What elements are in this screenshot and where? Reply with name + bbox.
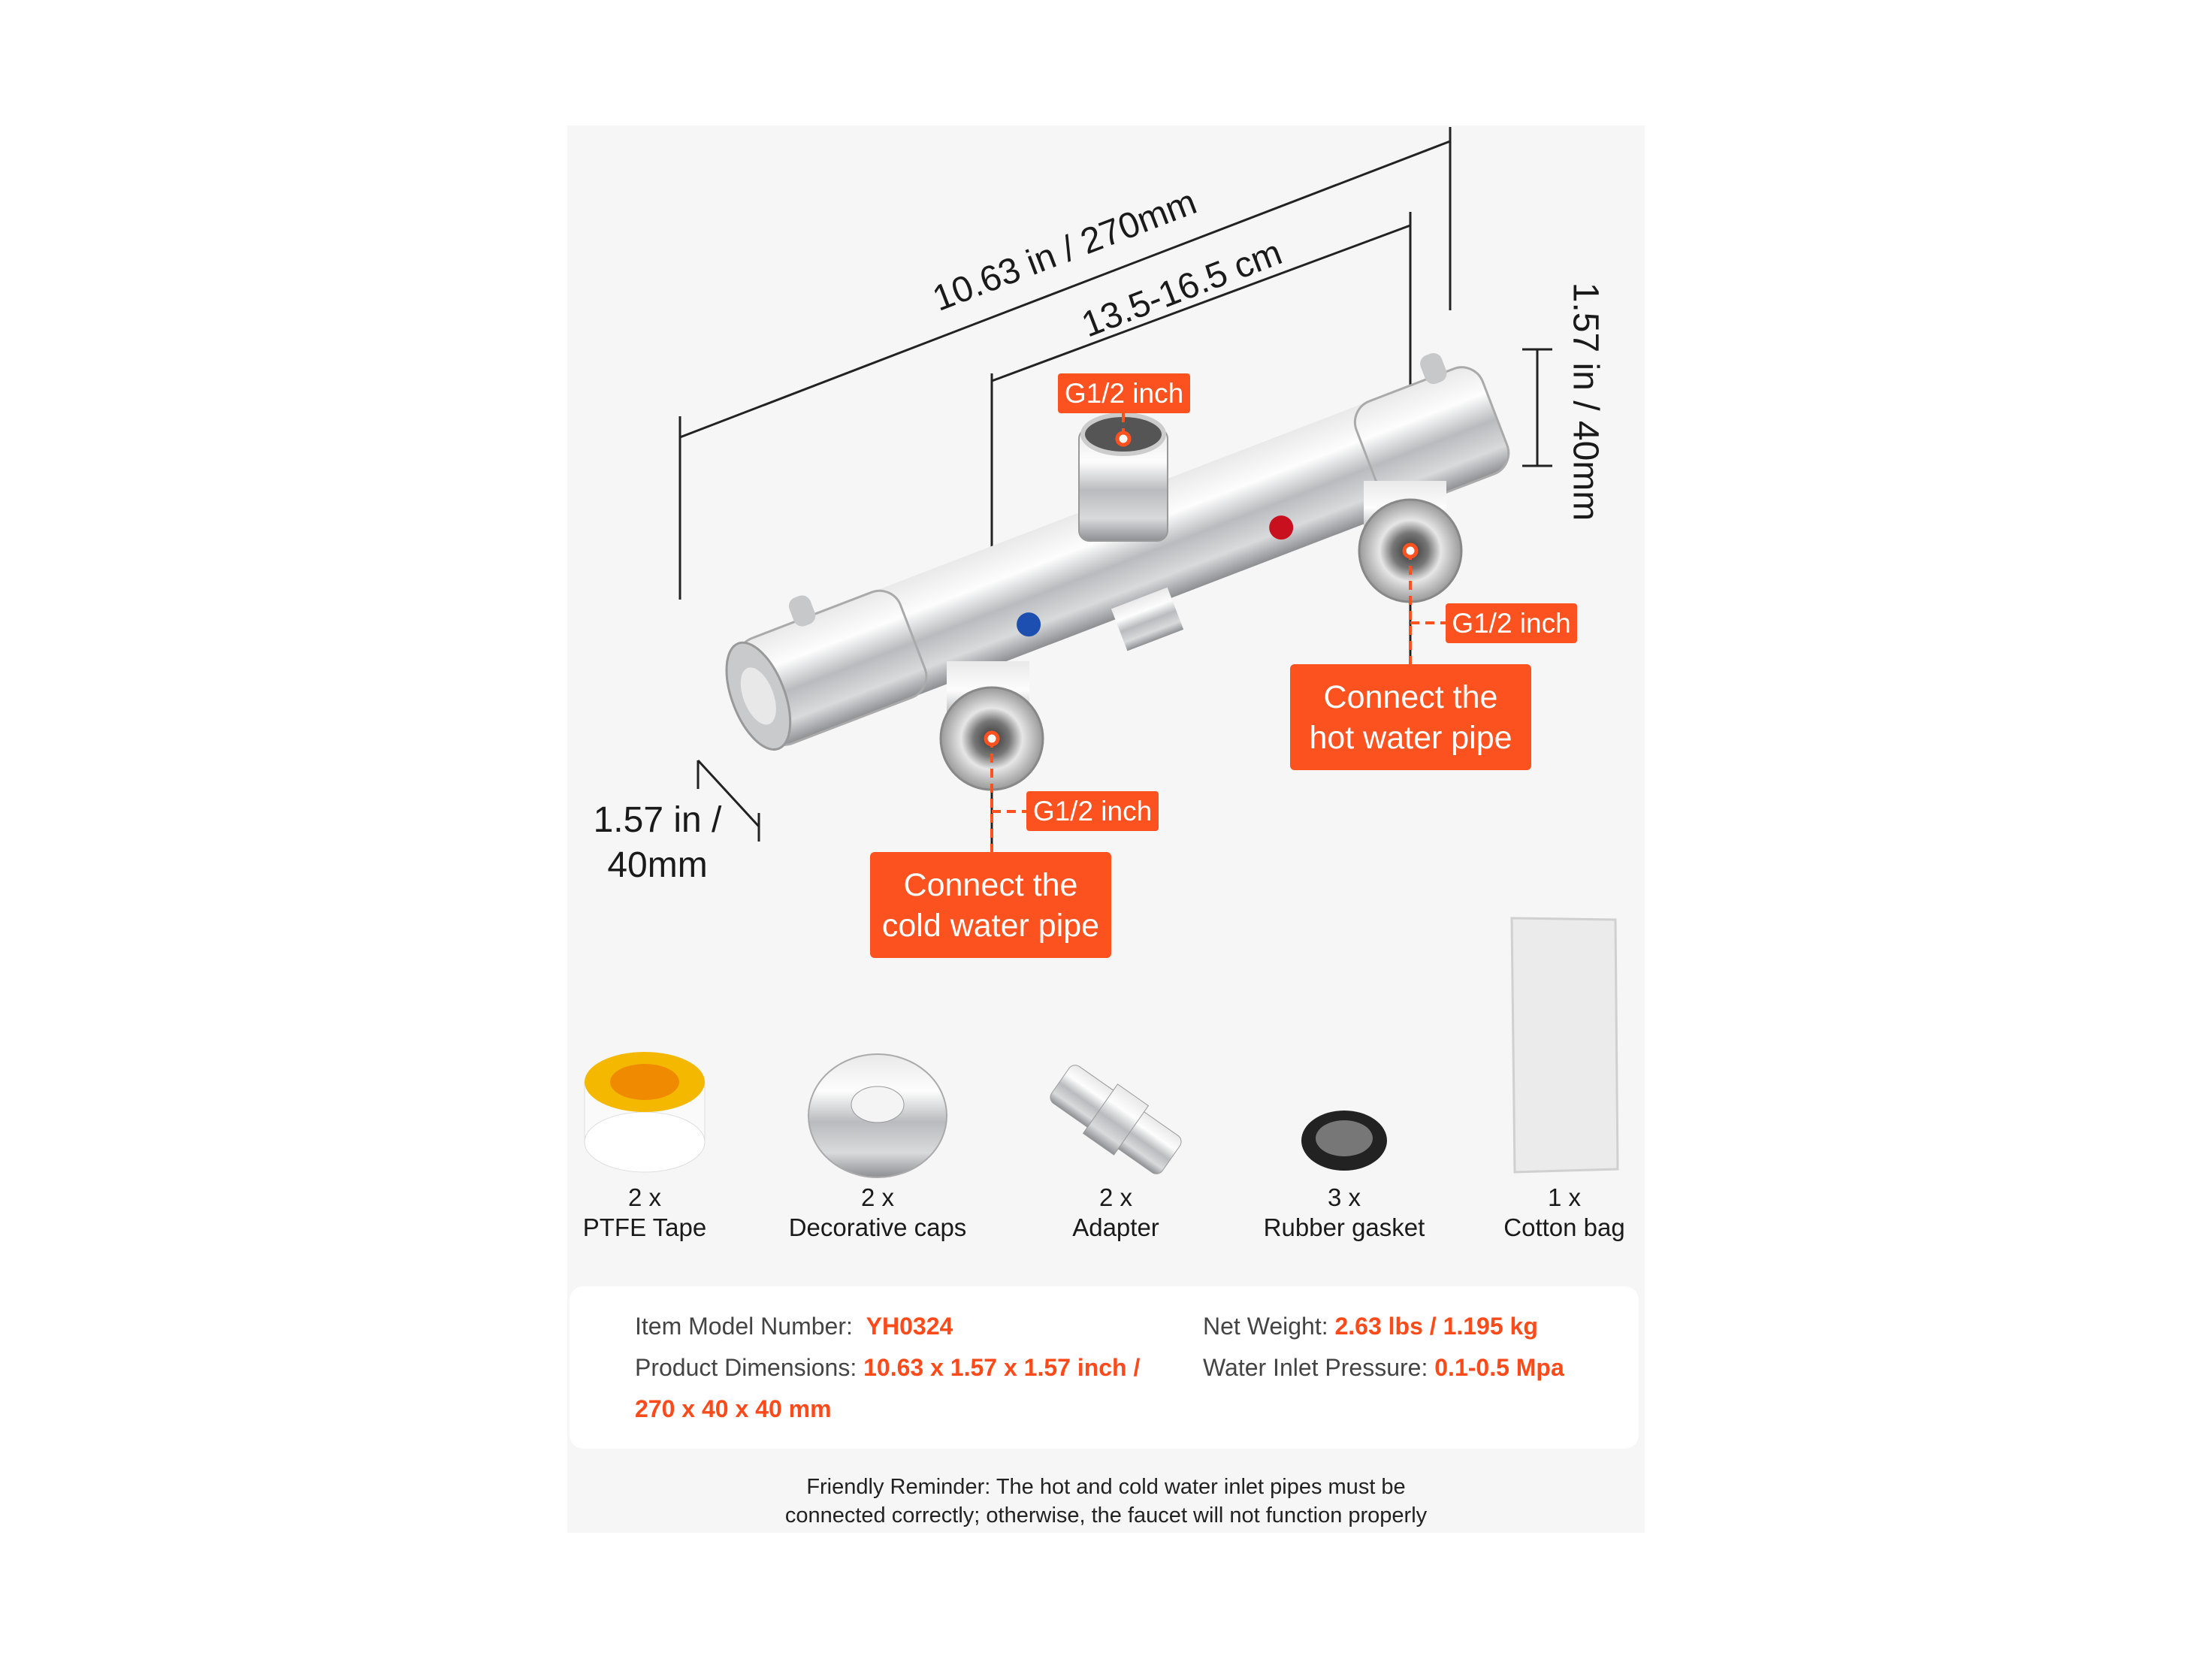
accessory-qty: 2 x (627, 1183, 662, 1211)
callout-leaders (990, 413, 1446, 852)
spec-value: 10.63 x 1.57 x 1.57 inch / (863, 1354, 1141, 1381)
spec-dimensions-metric: 270 x 40 x 40 mm (635, 1395, 832, 1423)
reminder-line-1: Friendly Reminder: The hot and cold wate… (806, 1475, 1406, 1499)
hot-callout-line-1: Connect the (1323, 678, 1498, 715)
accessory-name: Cotton bag (1503, 1213, 1625, 1241)
spec-label: Net Weight: (1203, 1313, 1328, 1340)
hot-thread-tag: G1/2 inch (1446, 603, 1577, 643)
thermostatic-valve-body (725, 352, 1510, 751)
accessory-name: Decorative caps (788, 1213, 967, 1241)
cotton-bag-image (1510, 917, 1619, 1174)
accessory-name: PTFE Tape (582, 1213, 707, 1241)
cold-thread-tag: G1/2 inch (1026, 791, 1159, 831)
accessory-qty: 2 x (1098, 1183, 1133, 1211)
spec-model: Item Model Number: YH0324 (635, 1313, 953, 1340)
spec-value: 0.1-0.5 Mpa (1434, 1354, 1564, 1381)
friendly-reminder: Friendly Reminder: The hot and cold wate… (567, 1473, 1645, 1530)
spec-value: 270 x 40 x 40 mm (635, 1395, 832, 1422)
hot-callout-line-2: hot water pipe (1309, 719, 1512, 756)
callout-dots (984, 431, 1419, 747)
top-thread-tag: G1/2 inch (1058, 373, 1190, 413)
spec-label: Item Model Number: (635, 1313, 853, 1340)
spec-weight: Net Weight: 2.63 lbs / 1.195 kg (1203, 1313, 1538, 1340)
diameter-line-1: 1.57 in / (593, 800, 722, 840)
spec-label: Product Dimensions: (635, 1354, 857, 1381)
accessory-qty: 2 x (860, 1183, 895, 1211)
diameter-line-2: 40mm (607, 845, 708, 885)
specs-card (570, 1286, 1639, 1449)
diameter-dimension-label: 1.57 in / 40mm (582, 798, 733, 888)
accessory-qty: 3 x (1327, 1183, 1361, 1211)
decorative-cap-image (808, 1053, 947, 1178)
reminder-line-2: connected correctly; otherwise, the fauc… (784, 1503, 1428, 1528)
accessory-name: Adapter (1072, 1213, 1159, 1241)
accessory-name: Rubber gasket (1263, 1213, 1425, 1241)
spec-value: 2.63 lbs / 1.195 kg (1334, 1313, 1538, 1340)
cold-callout-line-2: cold water pipe (881, 907, 1100, 944)
spec-pressure: Water Inlet Pressure: 0.1-0.5 Mpa (1203, 1354, 1564, 1382)
adapter-image (1050, 1065, 1182, 1174)
rubber-gasket-image (1301, 1111, 1387, 1171)
hot-inlet (1358, 481, 1463, 603)
ptfe-tape-image (584, 1052, 706, 1173)
spec-label: Water Inlet Pressure: (1203, 1354, 1428, 1381)
spec-value: YH0324 (866, 1313, 953, 1340)
top-outlet (1078, 412, 1168, 542)
hot-water-callout: Connect the hot water pipe (1290, 664, 1531, 770)
cold-callout-line-1: Connect the (903, 866, 1078, 903)
cold-water-callout: Connect the cold water pipe (870, 852, 1111, 958)
accessory-qty: 1 x (1547, 1183, 1582, 1211)
spec-dimensions: Product Dimensions: 10.63 x 1.57 x 1.57 … (635, 1354, 1140, 1382)
